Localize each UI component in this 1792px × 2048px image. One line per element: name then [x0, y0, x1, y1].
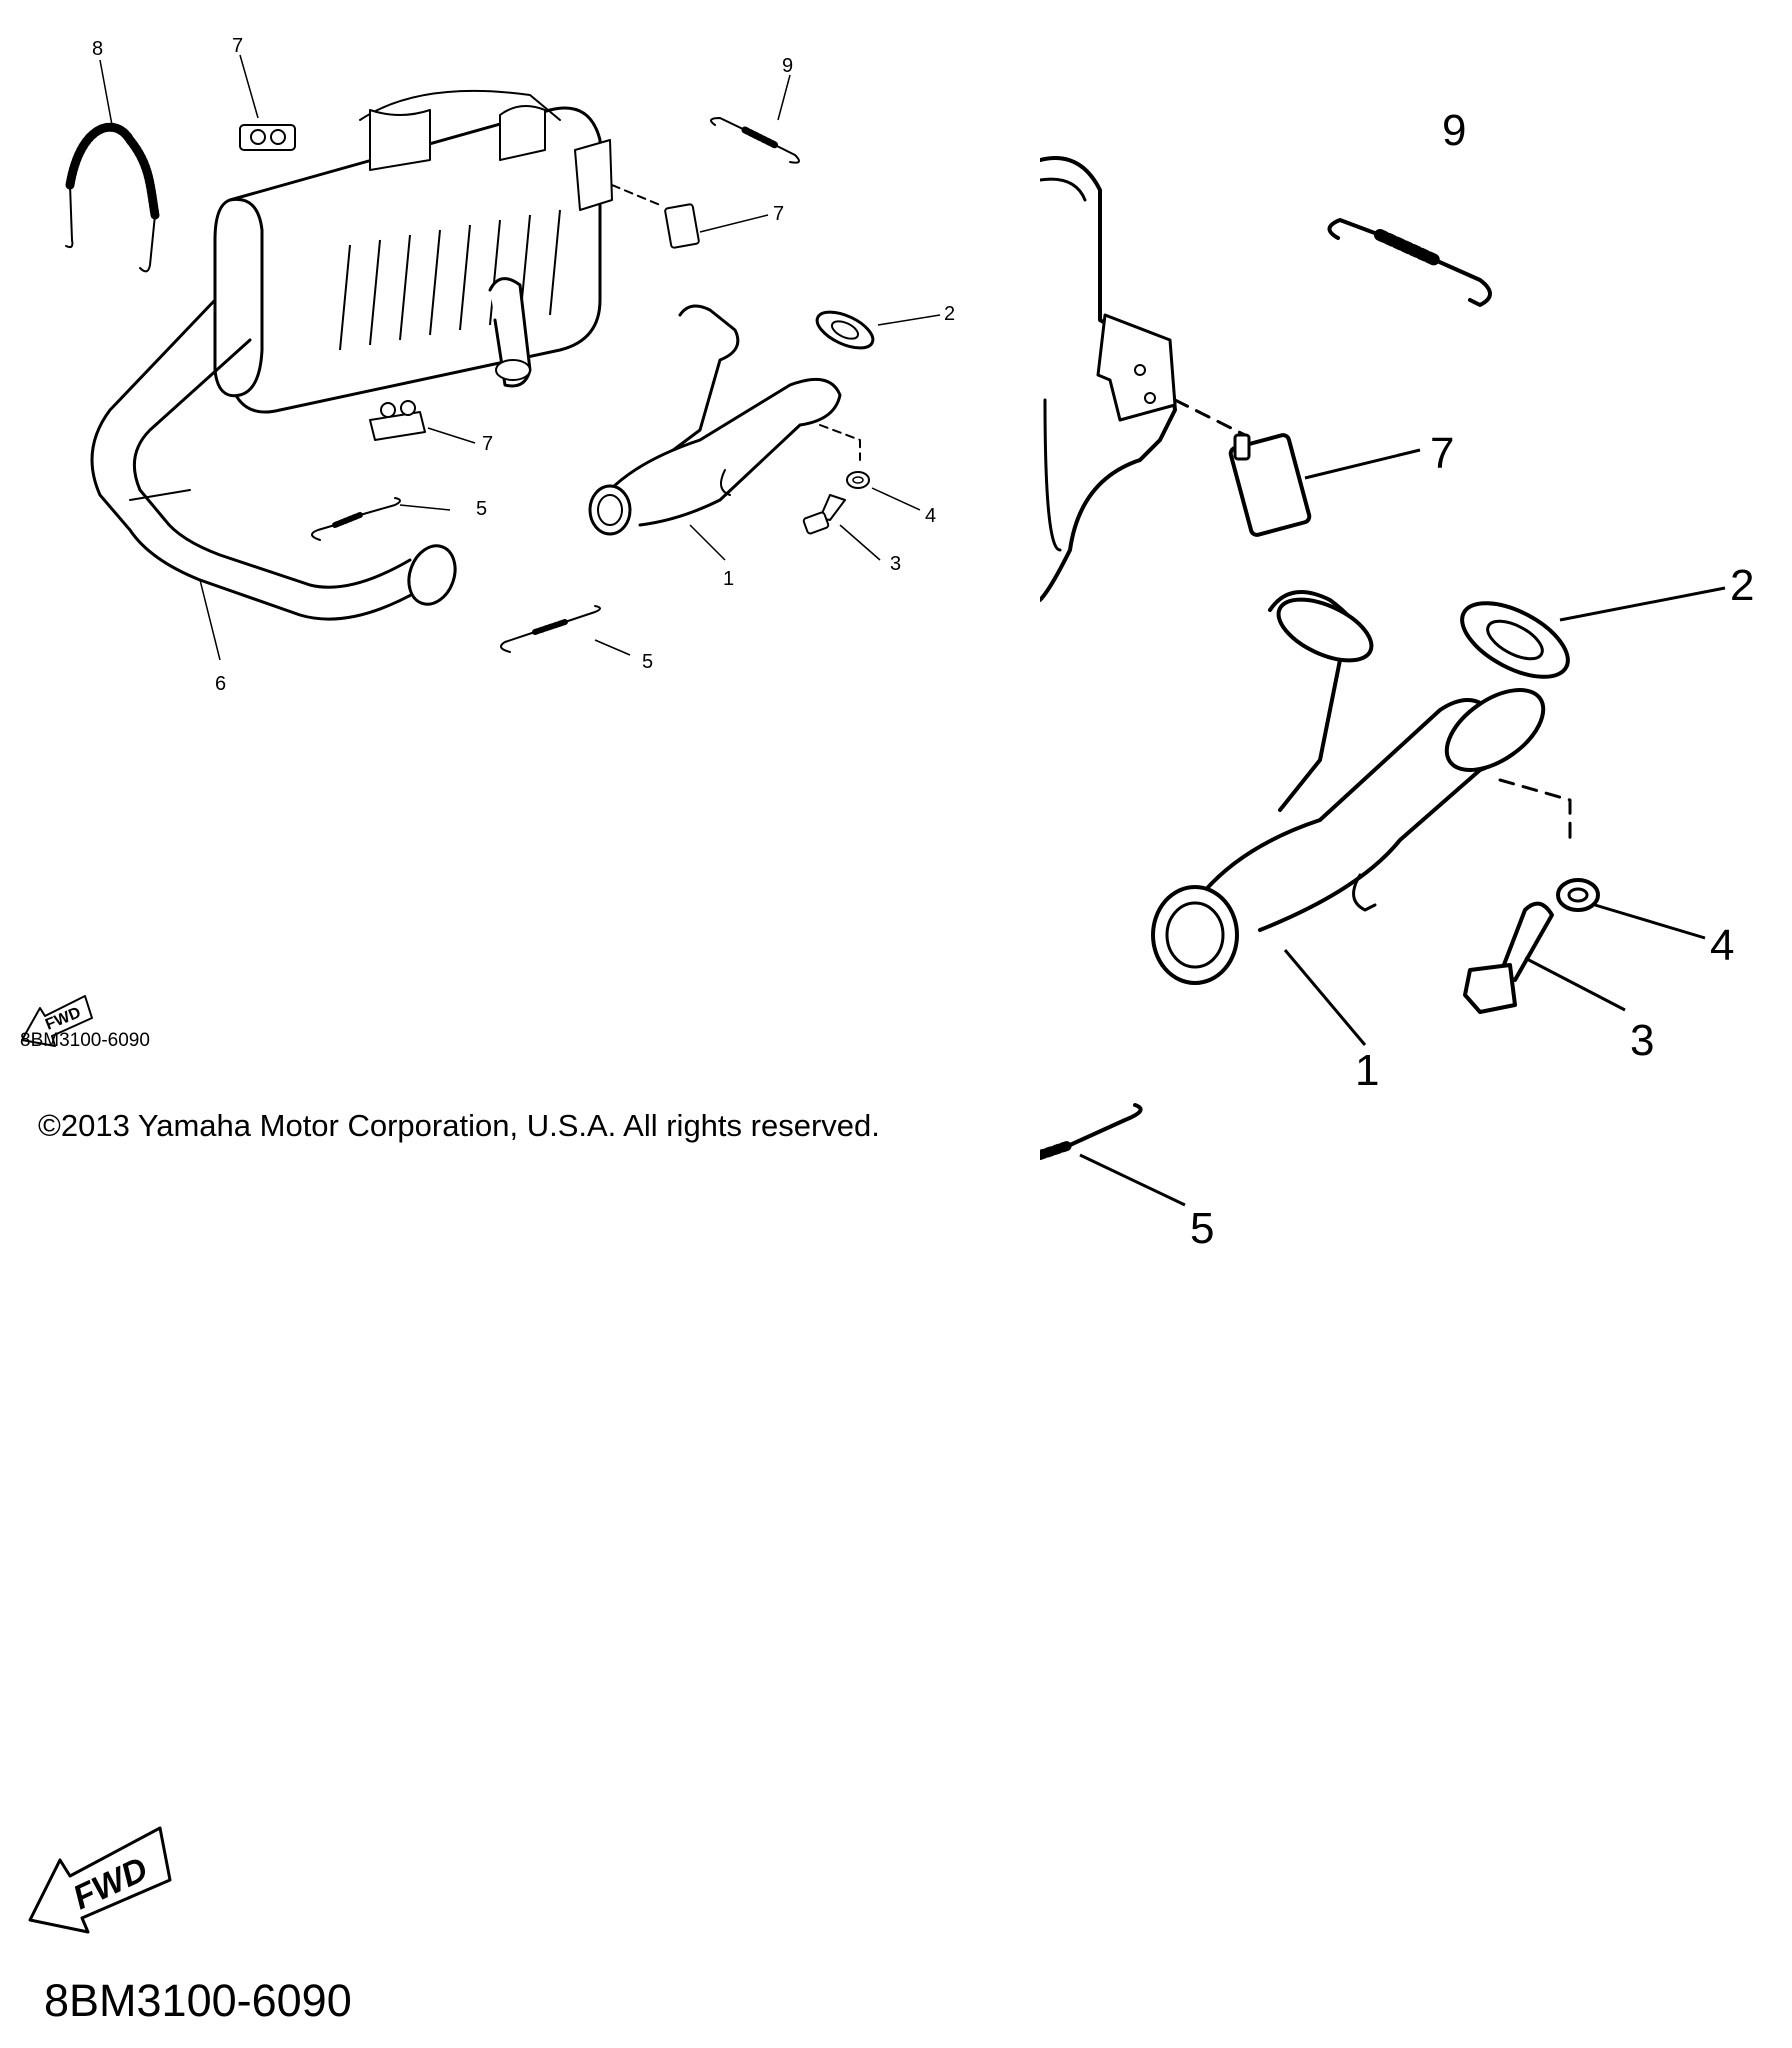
detail-callout-3: 3: [1630, 1016, 1654, 1065]
detail-callout-7: 7: [1430, 429, 1454, 478]
bolt-3-detail-shape: [1463, 901, 1554, 1014]
spring-8-shape: [65, 122, 160, 273]
detail-zoom-diagram: 9 7 2 4 3 1 5: [1040, 150, 1792, 1300]
spring-9-shape: [710, 117, 800, 164]
detail-callout-9-holder: 9: [1442, 106, 1466, 155]
muffler-fragment-shape: [1040, 156, 1247, 602]
gasket-2-shape: [815, 310, 875, 350]
diagram-code-large: 8BM3100-6090: [44, 1975, 352, 2026]
damper-7-bottom-shape: [369, 400, 426, 441]
detail-callout-1: 1: [1355, 1046, 1379, 1095]
callout-3: 3: [890, 553, 901, 575]
detail-callout-4: 4: [1710, 921, 1734, 970]
callout-5-upper: 5: [476, 498, 487, 520]
diagram-code-small: 8BM3100-6090: [20, 1030, 150, 1051]
detail-callout-5: 5: [1190, 1204, 1214, 1253]
muffler-shape: [213, 89, 613, 414]
spring-5-detail-shape: [1040, 1103, 1143, 1160]
damper-7-top-shape: [239, 124, 296, 151]
fwd-arrow-large-icon: FWD: [28, 1826, 172, 1934]
overview-callouts: 8 7 9 7 2 7 5 4 1 3 6 5: [92, 35, 955, 695]
detail-callout-9-label: 9: [1442, 106, 1466, 155]
exploded-overview-diagram: FWD 8 7 9 7 2 7 5 4 1 3: [0, 0, 1040, 1160]
detail-callouts: 9 7 2 4 3 1 5: [1190, 429, 1754, 1253]
detail-callout-2: 2: [1730, 561, 1754, 610]
fwd-arrow-small-icon: FWD: [21, 995, 93, 1047]
callout-5-lower: 5: [642, 651, 653, 673]
exhaust-pipe-6-shape: [90, 298, 457, 621]
callout-1: 1: [723, 568, 734, 590]
overview-drawing: FWD 8 7 9 7 2 7 5 4 1 3: [21, 35, 955, 1047]
washer-4-detail-shape: [1556, 878, 1600, 912]
washer-4-shape: [846, 471, 870, 489]
callout-7-right: 7: [773, 203, 784, 225]
overview-leaders: [99, 54, 941, 661]
callout-7-top: 7: [232, 35, 243, 57]
callout-8: 8: [92, 38, 103, 60]
callout-7-bottom: 7: [482, 433, 493, 455]
damper-7-right-shape: [611, 184, 700, 249]
spring-5-upper-shape: [311, 497, 401, 541]
exhaust-pipe-1-shape: [588, 304, 861, 536]
copyright-notice: ©2013 Yamaha Motor Corporation, U.S.A. A…: [38, 1108, 880, 1143]
callout-4: 4: [925, 505, 936, 527]
callout-2: 2: [944, 303, 955, 325]
spring-9-detail-shape: [1327, 218, 1492, 307]
detail-leaders: [1079, 448, 1726, 1207]
callout-6: 6: [215, 673, 226, 695]
exhaust-pipe-1-detail-shape: [1151, 590, 1572, 985]
bolt-3-shape: [802, 494, 846, 535]
callout-9: 9: [782, 55, 793, 77]
damper-7-detail-shape: [1228, 433, 1312, 537]
gasket-2-detail-shape: [1460, 601, 1570, 679]
detail-drawing: 9 7 2 4 3 1 5: [1040, 156, 1754, 1253]
spring-5-lower-shape: [500, 605, 601, 653]
